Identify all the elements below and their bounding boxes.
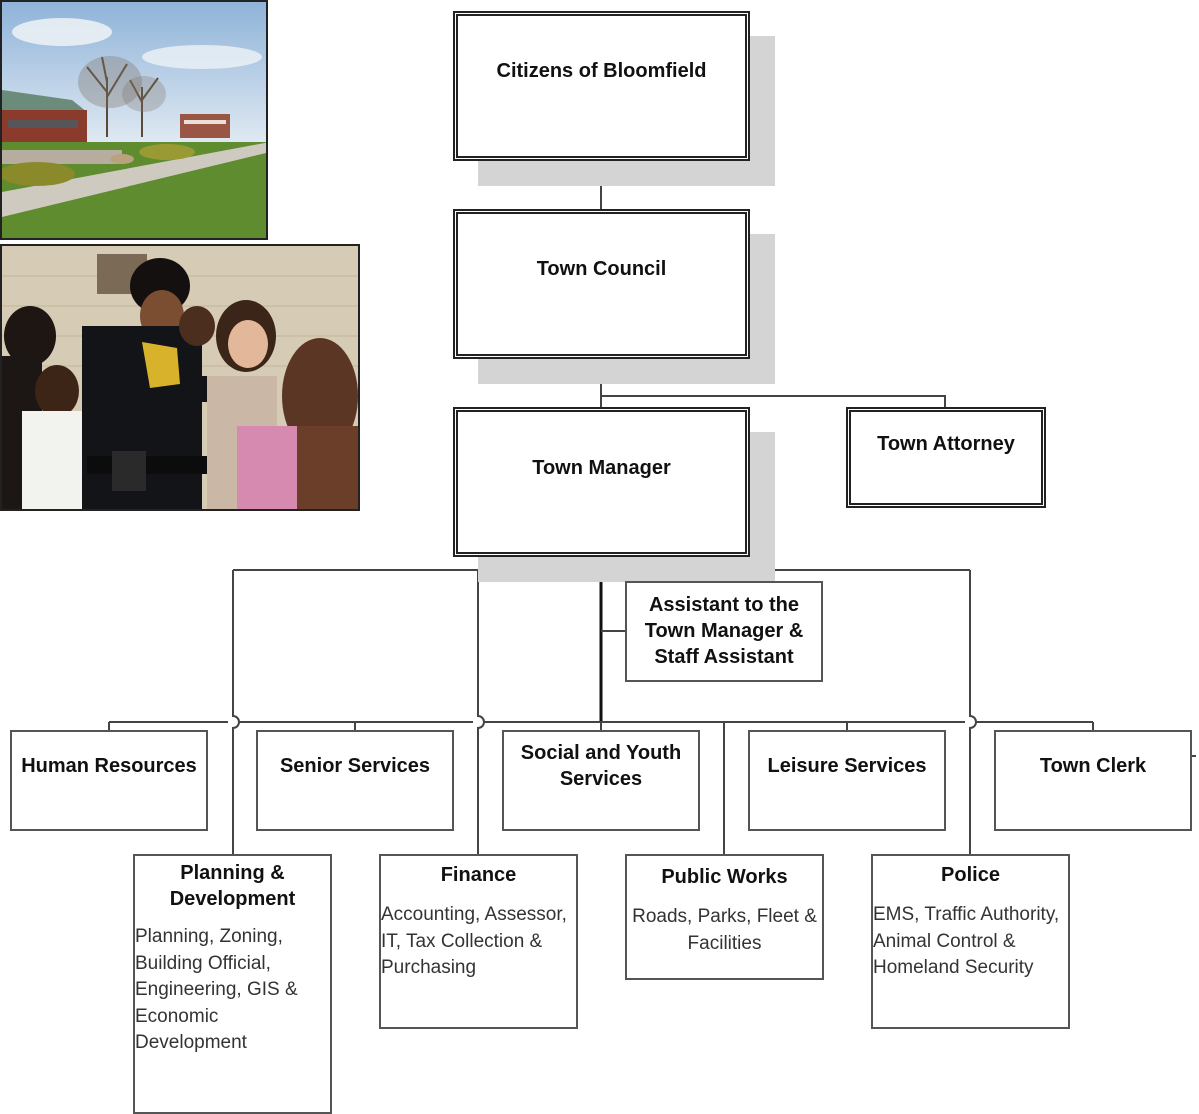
police-box: Police EMS, Traffic Authority, Animal Co… — [871, 854, 1070, 1029]
finance-box: Finance Accounting, Assessor, IT, Tax Co… — [379, 854, 578, 1029]
finance-label: Finance — [440, 864, 517, 886]
town-manager-label: Town Manager — [532, 457, 671, 479]
citizens-label: Citizens of Bloomfield — [496, 60, 707, 82]
assistant-box: Assistant to the Town Manager & Staff As… — [625, 581, 823, 682]
social-youth-services-box: Social and Youth Services — [502, 730, 700, 831]
town-clerk-label: Town Clerk — [1039, 755, 1147, 777]
social-youth-services-label: Social and Youth Services — [520, 742, 682, 790]
citizens-box: Citizens of Bloomfield — [453, 11, 750, 161]
police-officer-photo — [0, 244, 360, 511]
planning-development-detail: Planning, Zoning, Building Official, Eng… — [135, 926, 298, 1053]
senior-services-box: Senior Services — [256, 730, 454, 831]
town-attorney-box: Town Attorney — [846, 407, 1046, 508]
town-hall-photo — [0, 0, 268, 240]
human-resources-box: Human Resources — [10, 730, 208, 831]
town-manager-box: Town Manager — [453, 407, 750, 557]
police-detail: EMS, Traffic Authority, Animal Control &… — [873, 904, 1060, 978]
town-council-label: Town Council — [536, 258, 667, 280]
human-resources-label: Human Resources — [21, 755, 197, 777]
public-works-box: Public Works Roads, Parks, Fleet & Facil… — [625, 854, 824, 980]
senior-services-label: Senior Services — [279, 755, 431, 777]
leisure-services-box: Leisure Services — [748, 730, 946, 831]
public-works-detail: Roads, Parks, Fleet & Facilities — [632, 906, 817, 954]
leisure-services-label: Leisure Services — [767, 755, 927, 777]
finance-detail: Accounting, Assessor, IT, Tax Collection… — [381, 904, 567, 978]
planning-development-label: Planning & Development — [169, 862, 296, 910]
town-council-box: Town Council — [453, 209, 750, 359]
town-attorney-label: Town Attorney — [877, 433, 1015, 455]
police-label: Police — [941, 864, 1000, 886]
town-clerk-box: Town Clerk — [994, 730, 1192, 831]
public-works-label: Public Works — [661, 866, 788, 888]
planning-development-box: Planning & Development Planning, Zoning,… — [133, 854, 332, 1114]
assistant-label: Assistant to the Town Manager & Staff As… — [644, 594, 804, 668]
